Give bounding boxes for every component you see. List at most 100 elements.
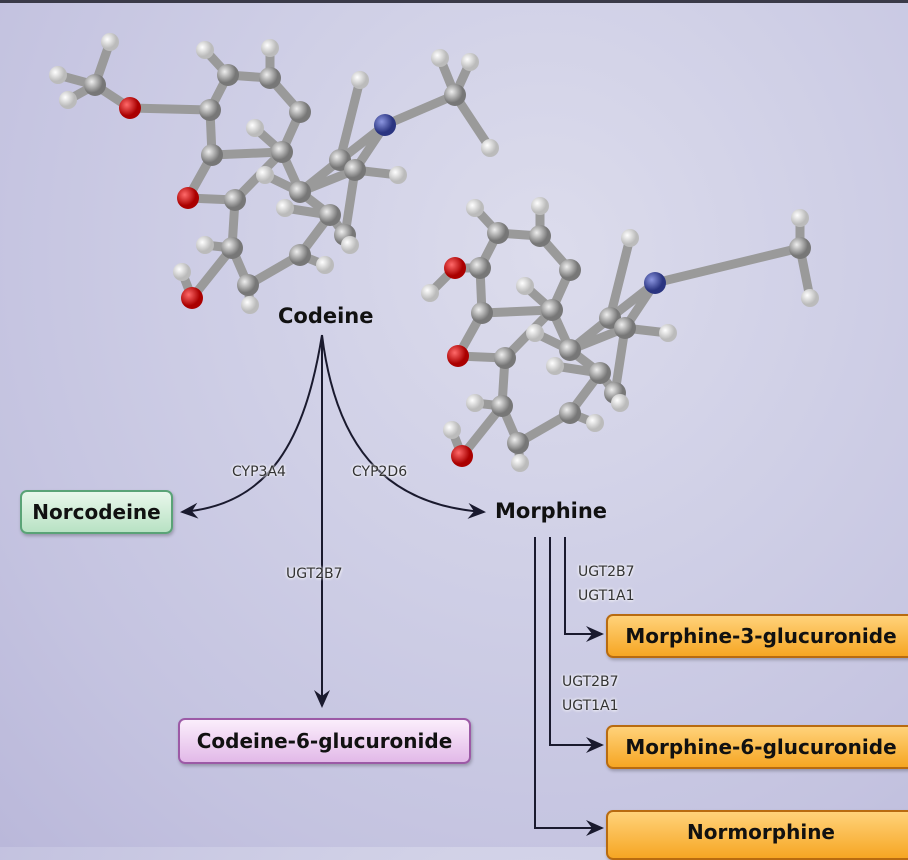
hydrogen-atom — [241, 296, 259, 314]
carbon-atom — [559, 259, 581, 281]
product-morphine-3-glucuronide: Morphine-3-glucuronide — [606, 614, 908, 658]
product-normorphine: Normorphine — [606, 810, 908, 860]
hydrogen-atom — [389, 166, 407, 184]
enzyme-cyp3a4: CYP3A4 — [232, 464, 286, 480]
bond — [335, 75, 365, 165]
hydrogen-atom — [256, 166, 274, 184]
hydrogen-atom — [49, 66, 67, 84]
hydrogen-atom — [261, 39, 279, 57]
carbon-atom — [494, 347, 516, 369]
oxygen-atom — [177, 187, 199, 209]
carbon-atom — [319, 204, 341, 226]
carbon-atom — [541, 299, 563, 321]
codeine-label: Codeine — [278, 304, 374, 328]
bond — [650, 243, 805, 288]
hydrogen-atom — [586, 414, 604, 432]
carbon-atom — [507, 432, 529, 454]
carbon-atom — [221, 237, 243, 259]
carbon-atom — [491, 395, 513, 417]
top-border — [0, 0, 908, 3]
carbon-atom — [559, 339, 581, 361]
arrow-codeine-to-norcodeine — [180, 334, 323, 519]
oxygen-atom — [447, 345, 469, 367]
bond — [380, 90, 460, 130]
hydrogen-atom — [466, 394, 484, 412]
carbon-atom — [259, 67, 281, 89]
bond — [605, 233, 635, 323]
carbon-atom — [559, 402, 581, 424]
carbon-atom — [199, 99, 221, 121]
carbon-atom — [201, 144, 223, 166]
carbon-atom — [444, 84, 466, 106]
carbon-atom — [344, 159, 366, 181]
hydrogen-atom — [621, 229, 639, 247]
codeine-molecule-model — [49, 33, 499, 314]
hydrogen-atom — [461, 53, 479, 71]
hydrogen-atom — [431, 49, 449, 67]
hydrogen-atom — [196, 41, 214, 59]
hydrogen-atom — [316, 256, 334, 274]
product-norcodeine: Norcodeine — [20, 490, 173, 534]
hydrogen-atom — [443, 421, 461, 439]
bond — [207, 147, 287, 160]
hydrogen-atom — [526, 324, 544, 342]
carbon-atom — [487, 222, 509, 244]
hydrogen-atom — [511, 454, 529, 472]
bond — [125, 103, 215, 115]
arrow-morphine-to-normorphine — [534, 537, 604, 836]
hydrogen-atom — [659, 324, 677, 342]
hydrogen-atom — [516, 277, 534, 295]
enzyme-ugt1a1: UGT1A1 — [578, 588, 635, 604]
enzyme-cyp2d6: CYP2D6 — [352, 464, 408, 480]
oxygen-atom — [444, 257, 466, 279]
enzyme-ugt2b7-codeine: UGT2B7 — [286, 566, 343, 582]
arrow-morphine-to-m6g — [549, 537, 604, 753]
carbon-atom — [469, 257, 491, 279]
hydrogen-atom — [276, 199, 294, 217]
morphine-label: Morphine — [495, 499, 608, 523]
oxygen-atom — [119, 97, 141, 119]
enzyme-ugt2b7: UGT2B7 — [562, 674, 619, 690]
carbon-atom — [589, 362, 611, 384]
oxygen-atom — [451, 445, 473, 467]
carbon-atom — [289, 244, 311, 266]
enzyme-ugt1a1: UGT1A1 — [562, 698, 619, 714]
carbon-atom — [271, 141, 293, 163]
hydrogen-atom — [801, 289, 819, 307]
hydrogen-atom — [246, 119, 264, 137]
hydrogen-atom — [101, 33, 119, 51]
carbon-atom — [471, 302, 493, 324]
nitrogen-atom — [644, 272, 666, 294]
carbon-atom — [789, 237, 811, 259]
enzyme-ugt2b7: UGT2B7 — [578, 564, 635, 580]
product-morphine-6-glucuronide: Morphine-6-glucuronide — [606, 725, 908, 769]
hydrogen-atom — [351, 71, 369, 89]
hydrogen-atom — [481, 139, 499, 157]
hydrogen-atom — [546, 357, 564, 375]
hydrogen-atom — [466, 199, 484, 217]
hydrogen-atom — [531, 197, 549, 215]
arrow-codeine-to-morphine — [321, 334, 486, 519]
hydrogen-atom — [196, 236, 214, 254]
hydrogen-atom — [611, 394, 629, 412]
carbon-atom — [84, 74, 106, 96]
hydrogen-atom — [341, 236, 359, 254]
enzyme-m6g-list: UGT2B7 UGT1A1 — [562, 670, 619, 718]
carbon-atom — [224, 189, 246, 211]
enzyme-m3g-list: UGT2B7 UGT1A1 — [578, 560, 635, 608]
carbon-atom — [217, 64, 239, 86]
carbon-atom — [237, 274, 259, 296]
arrow-morphine-to-m3g — [564, 537, 604, 642]
hydrogen-atom — [791, 209, 809, 227]
bond — [477, 305, 557, 318]
nitrogen-atom — [374, 114, 396, 136]
product-codeine-6-glucuronide: Codeine-6-glucuronide — [178, 718, 471, 764]
oxygen-atom — [181, 287, 203, 309]
hydrogen-atom — [421, 284, 439, 302]
carbon-atom — [289, 101, 311, 123]
carbon-atom — [289, 181, 311, 203]
hydrogen-atom — [173, 263, 191, 281]
carbon-atom — [614, 317, 636, 339]
hydrogen-atom — [59, 91, 77, 109]
